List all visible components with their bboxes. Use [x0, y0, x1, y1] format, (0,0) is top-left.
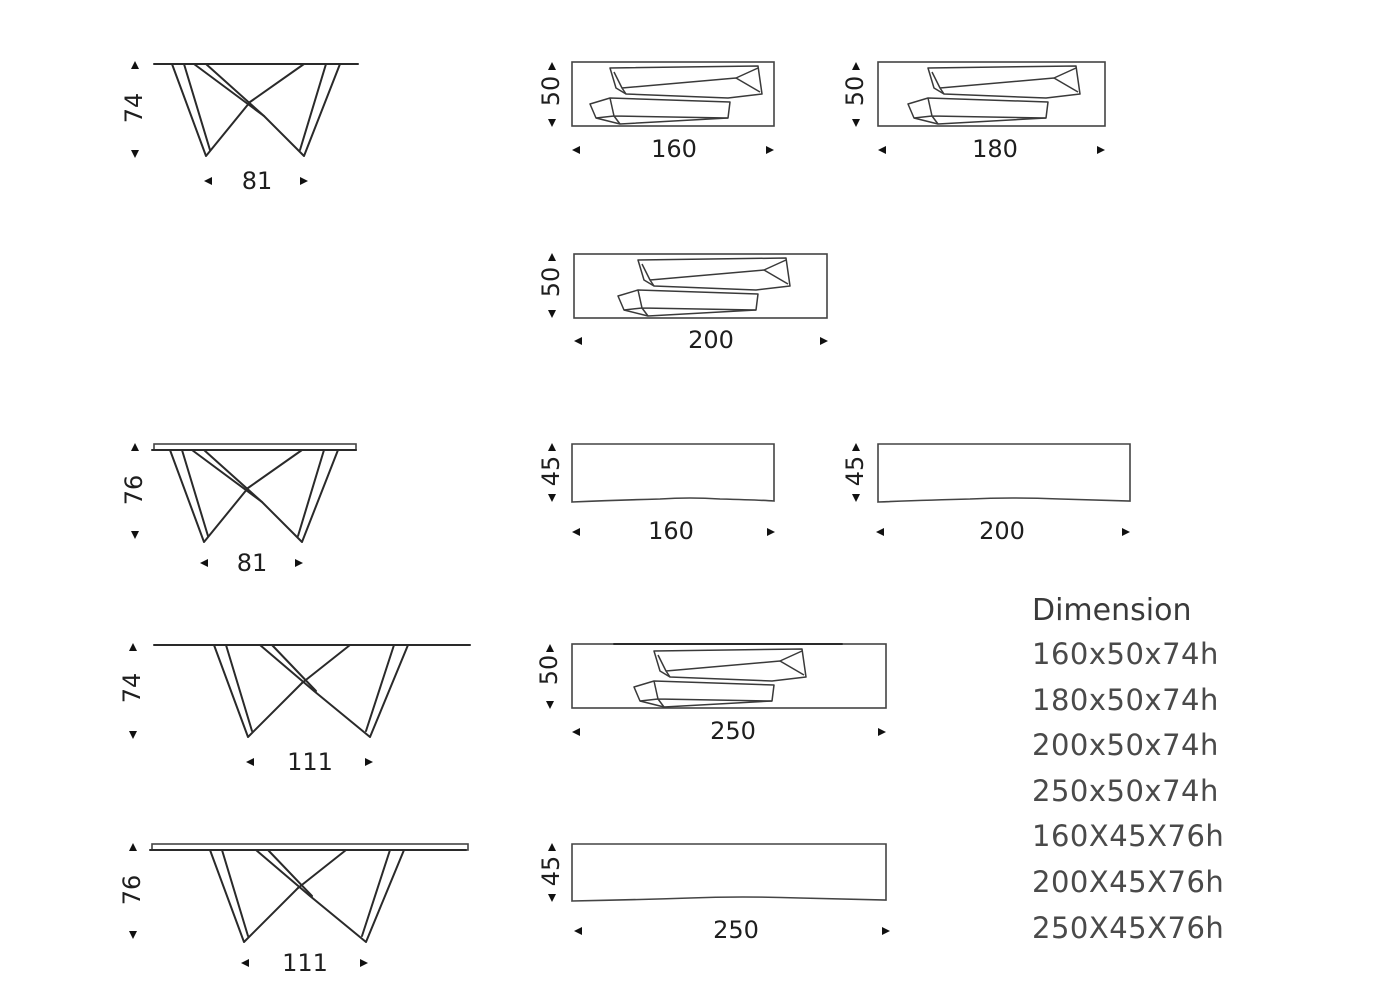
dimension-item: 200X45X76h	[1032, 864, 1225, 899]
dimension-label-depth: 50	[537, 267, 565, 298]
side-view-large-76: 76 111	[118, 843, 469, 977]
dimension-label-length: 250	[710, 717, 756, 745]
dimension-label-height: 76	[120, 475, 148, 506]
top-view-250x50: 50 250	[535, 643, 887, 745]
dimension-label-depth: 81	[242, 167, 273, 195]
dimension-label-height: 74	[120, 93, 148, 124]
dimension-label-depth: 50	[841, 76, 869, 107]
top-view-180x50: 50 180	[841, 61, 1106, 163]
side-view-small-76: 76 81	[120, 443, 357, 577]
top-view-200x45: 45 200	[841, 443, 1131, 545]
dimension-label-depth: 81	[237, 549, 268, 577]
dimension-label-depth: 45	[841, 456, 869, 487]
side-view-large-74: 74 111	[118, 643, 471, 776]
dimension-item: 180x50x74h	[1032, 682, 1219, 717]
dimension-list: Dimension 160x50x74h 180x50x74h 200x50x7…	[1032, 590, 1224, 951]
top-view-160x45: 45 160	[537, 443, 775, 545]
dimension-label-length: 160	[651, 135, 697, 163]
dimension-label-depth: 111	[282, 949, 328, 977]
dimension-label-height: 74	[118, 673, 146, 704]
dimension-item: 250x50x74h	[1032, 773, 1219, 808]
dimension-label-length: 180	[972, 135, 1018, 163]
dimension-label-height: 76	[118, 875, 146, 906]
dimension-label-depth: 50	[535, 655, 563, 686]
dimension-label-depth: 50	[537, 76, 565, 107]
side-view-small-74: 74 81	[120, 61, 359, 195]
dimension-label-length: 200	[688, 326, 734, 354]
dimension-item: 160x50x74h	[1032, 637, 1219, 671]
dimension-item: 160X45X76h	[1032, 819, 1225, 854]
dimension-item: 200x50x74h	[1032, 728, 1219, 763]
dimension-heading: Dimension	[1032, 593, 1192, 628]
dimension-label-depth: 111	[287, 748, 333, 776]
dimension-label-length: 160	[648, 517, 694, 545]
top-view-160x50: 50 160	[537, 61, 775, 163]
top-view-250x45: 45 250	[537, 843, 890, 944]
dimension-label-length: 250	[713, 916, 759, 944]
dimension-label-length: 200	[979, 517, 1025, 545]
dimension-label-depth: 45	[537, 856, 565, 887]
dimension-label-depth: 45	[537, 456, 565, 487]
dimension-item: 250X45X76h	[1032, 910, 1225, 945]
top-view-200x50: 50 200	[537, 253, 828, 354]
